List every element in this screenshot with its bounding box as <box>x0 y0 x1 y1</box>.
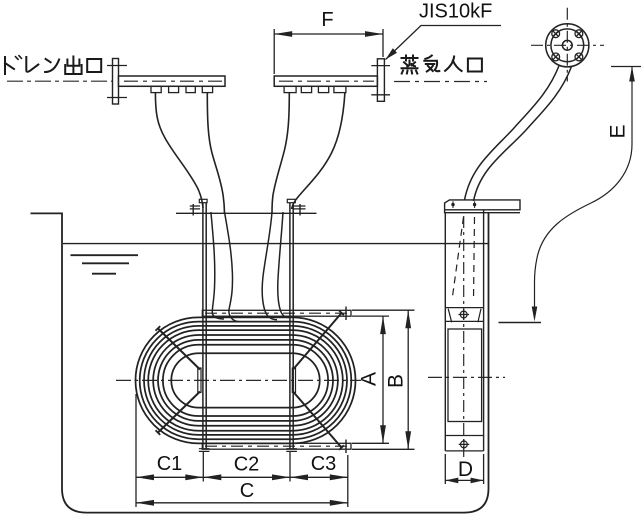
svg-text:C2: C2 <box>234 454 260 476</box>
svg-text:E: E <box>607 124 630 138</box>
svg-text:A: A <box>358 372 381 386</box>
svg-text:C: C <box>240 480 254 502</box>
svg-text:C1: C1 <box>157 453 183 475</box>
svg-text:B: B <box>385 374 408 388</box>
svg-text:F: F <box>321 9 333 31</box>
svg-text:D: D <box>458 458 473 481</box>
svg-text:C3: C3 <box>311 453 337 475</box>
svg-text:JIS10kF: JIS10kF <box>419 1 492 23</box>
